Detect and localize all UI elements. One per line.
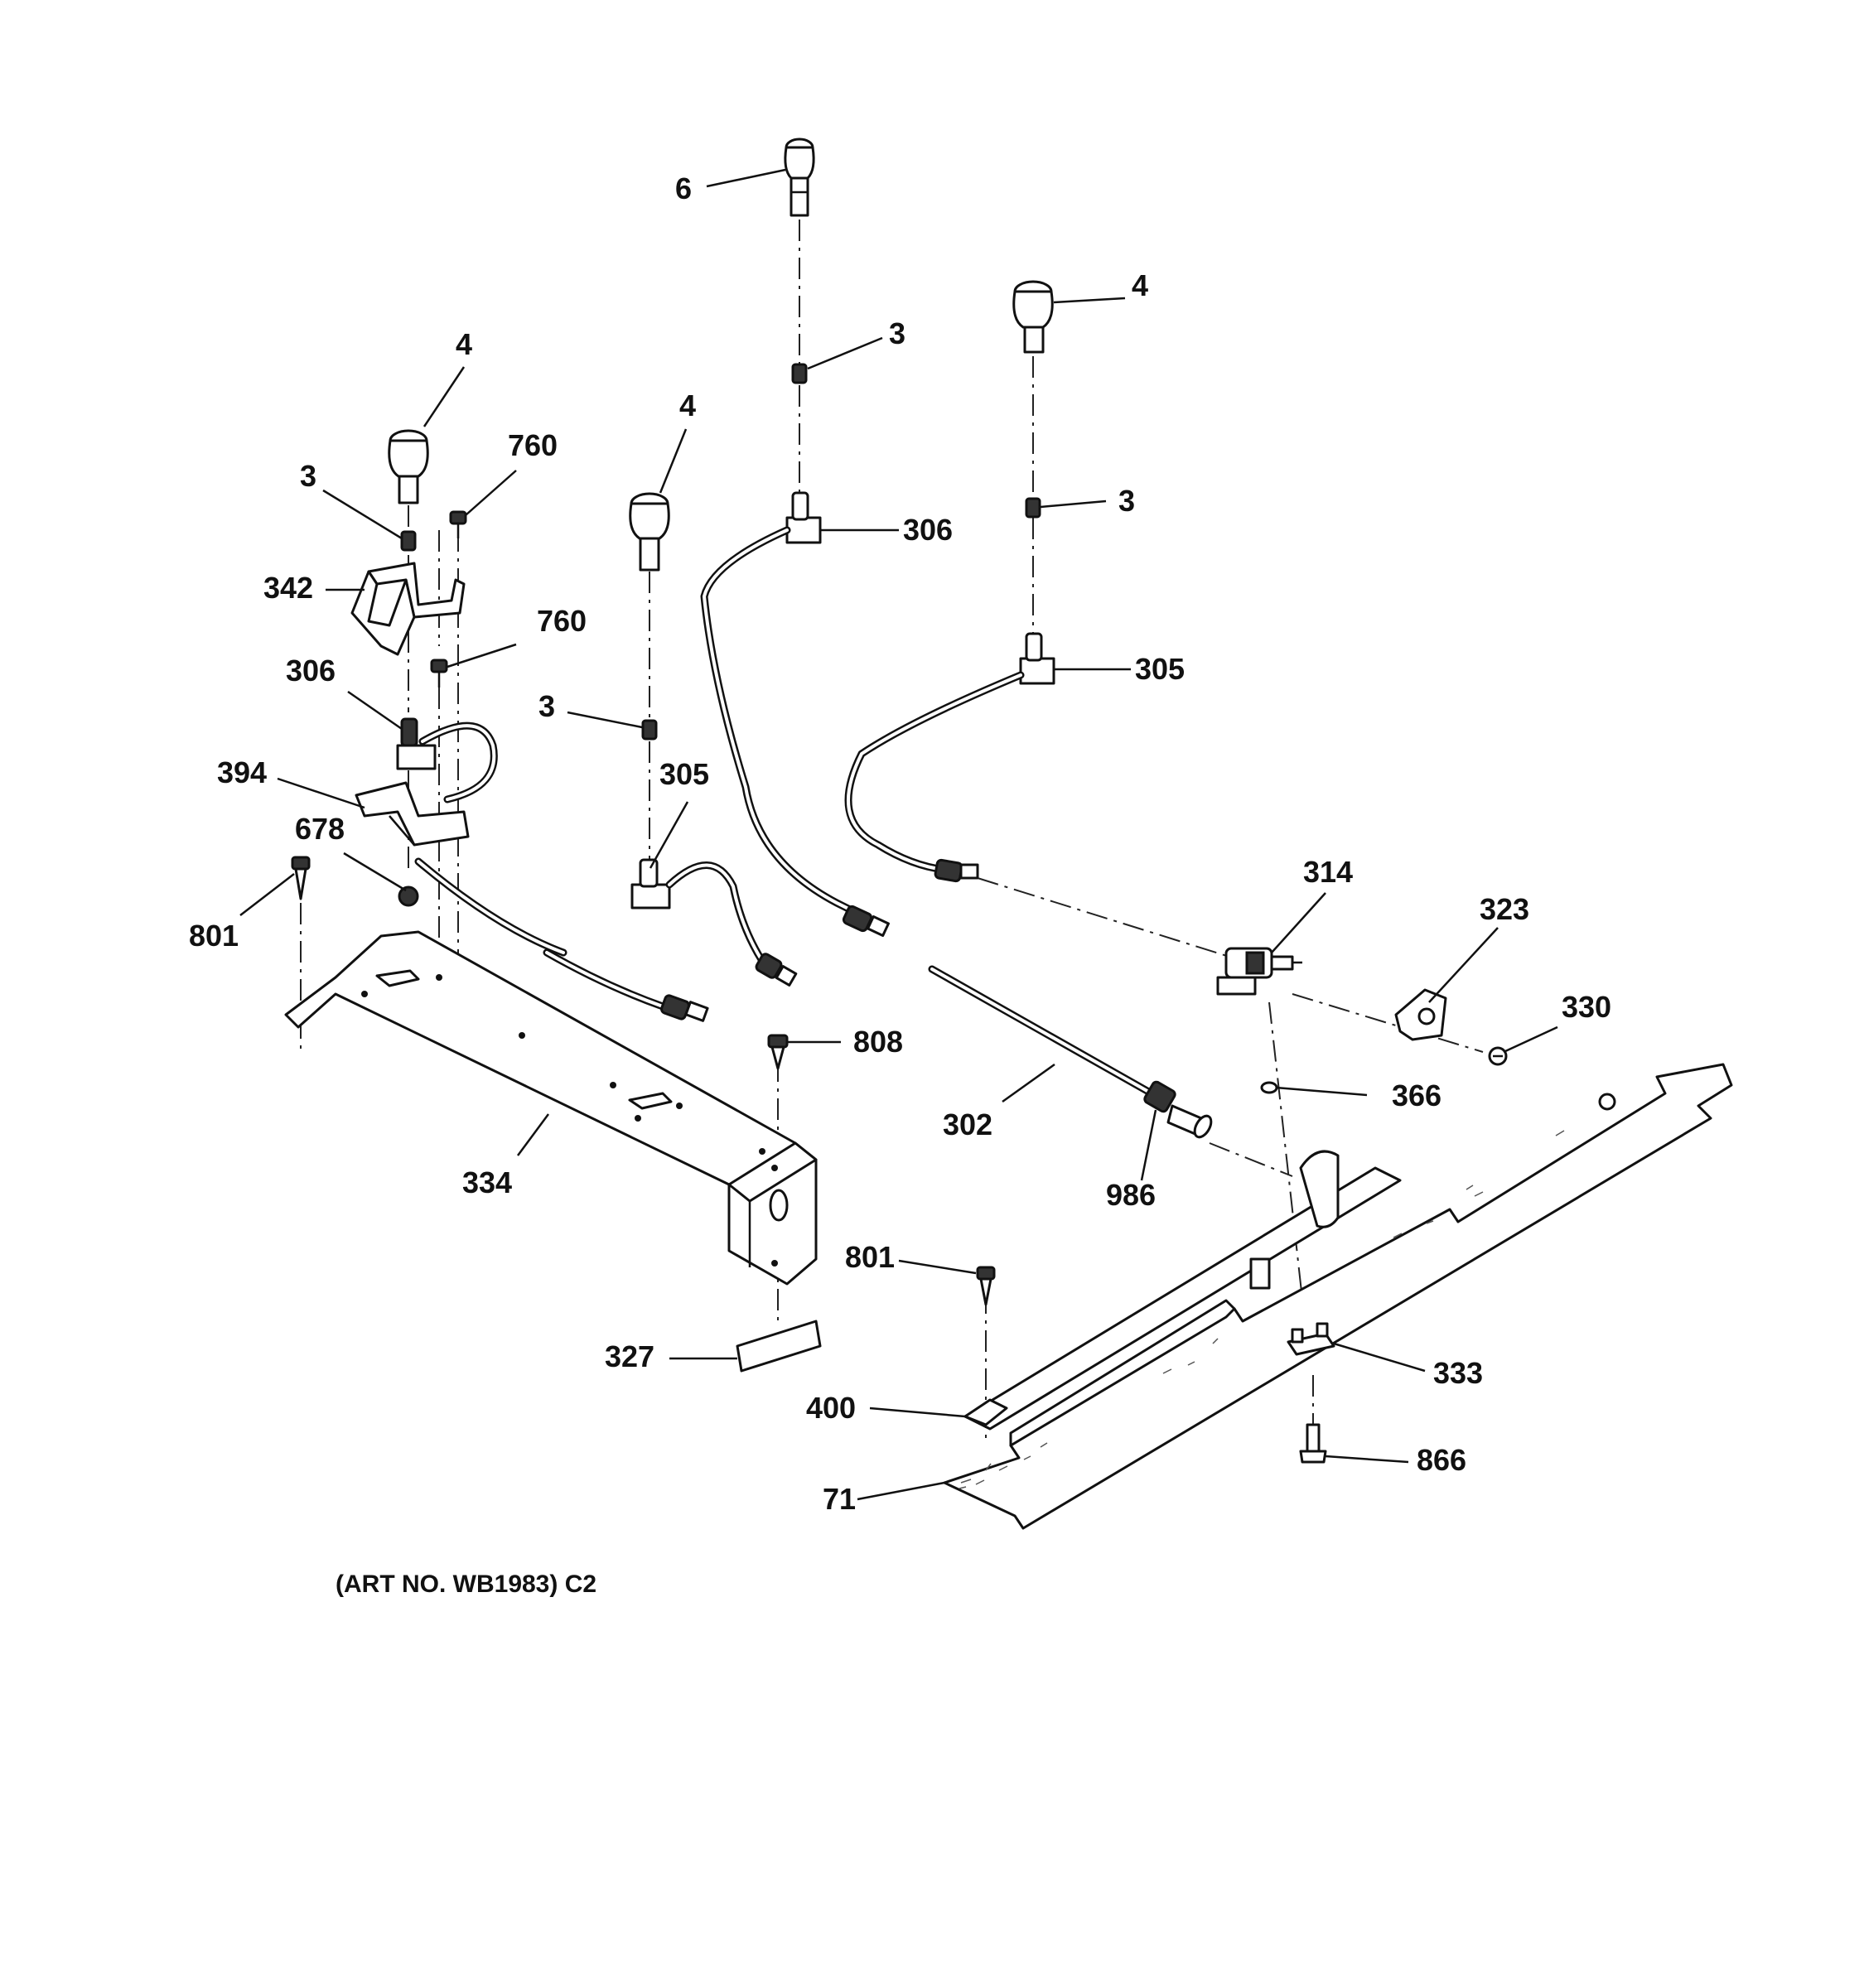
right-305-assembly <box>844 632 1055 883</box>
screw-866 <box>1299 1423 1327 1464</box>
callout-3-top: 3 <box>889 316 905 350</box>
callout-323: 323 <box>1480 892 1529 926</box>
clip-366 <box>1260 1081 1278 1094</box>
callout-801-left: 801 <box>189 919 239 953</box>
burner-valve-right <box>1012 280 1054 354</box>
callout-801-right: 801 <box>845 1240 895 1274</box>
burner-valve-top <box>784 138 815 217</box>
switch-323 <box>1394 988 1447 1041</box>
callout-400: 400 <box>806 1391 856 1425</box>
screw-808 <box>767 1034 789 1070</box>
callout-866: 866 <box>1417 1443 1466 1477</box>
callout-3-left: 3 <box>300 459 316 493</box>
callout-6: 6 <box>675 171 692 205</box>
callout-394: 394 <box>217 755 267 789</box>
art-number-caption: (ART NO. WB1983) C2 <box>336 1571 596 1598</box>
callout-327: 327 <box>605 1339 654 1373</box>
callout-333: 333 <box>1433 1356 1483 1390</box>
callout-760-lower: 760 <box>537 604 587 638</box>
orifices <box>400 363 1041 741</box>
callout-986: 986 <box>1106 1178 1156 1212</box>
callout-678: 678 <box>295 812 345 846</box>
burner-valve-middle <box>629 492 670 572</box>
callout-305-middle: 305 <box>659 757 709 791</box>
bracket-400 <box>963 1150 1402 1431</box>
callout-330: 330 <box>1562 990 1611 1024</box>
nut-678 <box>398 885 419 907</box>
screws-760 <box>430 510 467 688</box>
callout-302: 302 <box>943 1107 992 1141</box>
callout-314: 314 <box>1303 855 1353 889</box>
callout-4-middle: 4 <box>679 388 696 422</box>
callout-334: 334 <box>462 1165 512 1199</box>
clip-333 <box>1287 1322 1335 1356</box>
callout-305-right: 305 <box>1135 652 1185 686</box>
callout-71: 71 <box>823 1482 856 1516</box>
burner-valve-left <box>388 429 429 504</box>
bracket-327 <box>736 1320 822 1373</box>
bracket-394 <box>355 781 470 847</box>
left-supply-tube <box>414 857 709 1022</box>
callout-342: 342 <box>263 571 313 605</box>
callout-labels: 6 4 3 306 3 305 305 3 4 4 3 760 342 760 … <box>189 171 1611 1516</box>
screw-801-right <box>976 1266 996 1306</box>
tube-302 <box>928 965 1213 1139</box>
callout-306-left: 306 <box>286 654 336 688</box>
callout-4-left: 4 <box>456 327 472 361</box>
valve-314 <box>1216 947 1302 996</box>
callout-366: 366 <box>1392 1078 1441 1112</box>
callout-808: 808 <box>853 1025 903 1059</box>
callout-3-middle: 3 <box>538 689 555 723</box>
callout-3-right: 3 <box>1118 484 1135 518</box>
insulation-71 <box>943 1063 1733 1530</box>
left-tee-assembly <box>396 717 498 803</box>
center-306-assembly <box>700 491 890 937</box>
washer-330 <box>1488 1046 1508 1066</box>
middle-305-assembly <box>630 858 798 987</box>
screw-801-left <box>291 856 311 900</box>
bracket-342 <box>350 562 466 656</box>
leader-lines <box>239 168 1558 1501</box>
callout-306-center: 306 <box>903 513 953 547</box>
manifold-334 <box>284 930 818 1286</box>
callout-760-upper: 760 <box>508 428 558 462</box>
callout-4-right: 4 <box>1132 268 1148 302</box>
